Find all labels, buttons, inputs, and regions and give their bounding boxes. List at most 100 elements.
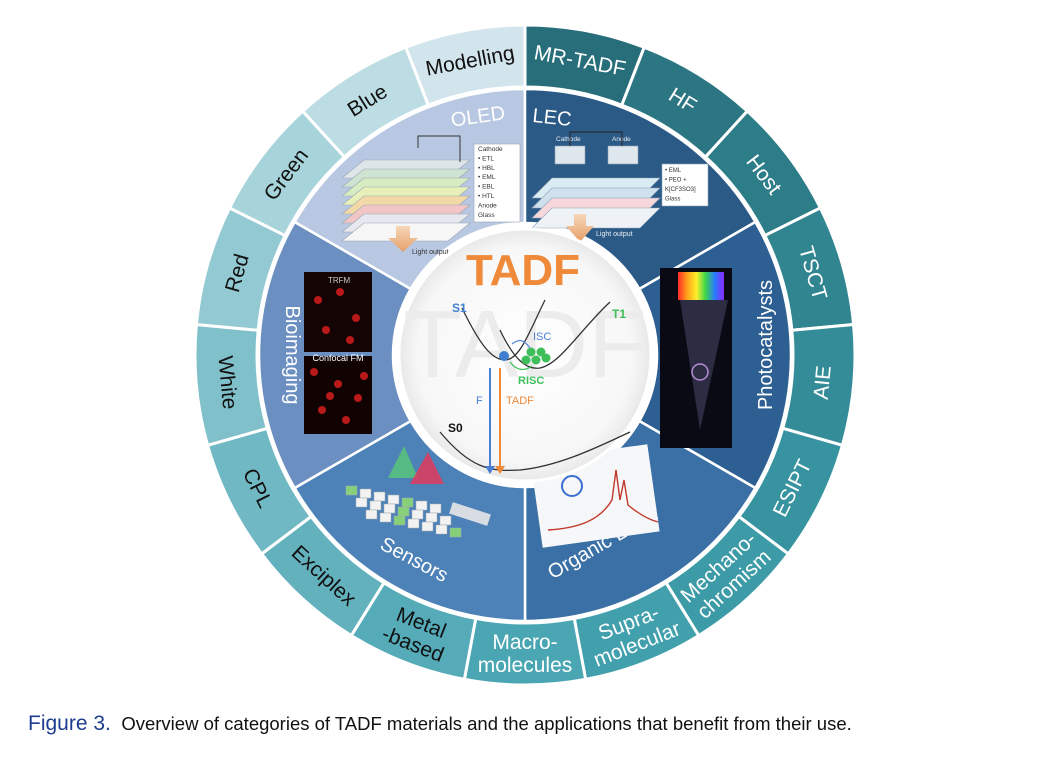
outer-segment-aie: AIE — [780, 322, 857, 448]
sensor-array-cell — [397, 506, 410, 517]
sensor-array-cell — [425, 512, 438, 523]
application-sector-shape — [257, 220, 413, 490]
tadf-emission-label: TADF — [506, 395, 534, 407]
laser-emission-curve — [547, 469, 659, 531]
sensor-array-cell — [379, 512, 392, 523]
cell-spot — [360, 372, 368, 380]
cell-spot — [342, 416, 350, 424]
oled-layer-label: • HTL — [478, 193, 495, 200]
lec-output-label: Light output — [596, 231, 633, 238]
oled-layer-label: • HBL — [478, 165, 495, 172]
sensor-array-cell — [407, 518, 420, 529]
t1-curve — [499, 301, 611, 369]
sensor-vial — [449, 502, 491, 526]
sensor-array-cell — [393, 515, 406, 526]
sensor-array-cell — [449, 527, 462, 538]
lec-circuit-wire — [569, 131, 623, 146]
photocatalysts-label: Photocatalysts — [755, 280, 777, 410]
sensor-peak-red — [410, 452, 444, 484]
sensor-array-cell — [365, 509, 378, 520]
outer-segment-white: White — [193, 322, 270, 448]
confocal-label: Confocal FM — [312, 353, 363, 363]
center-disc — [397, 227, 653, 483]
sensor-array-cell — [411, 509, 424, 520]
cell-spot — [326, 392, 334, 400]
outer-segment-macro-molecules: Macro-molecules — [462, 616, 588, 687]
oled-output-label: Light output — [412, 249, 449, 256]
cell-spot — [354, 394, 362, 402]
sensor-array-cell — [383, 503, 396, 514]
trfm-image — [304, 272, 372, 352]
lec-legend-box — [661, 163, 709, 207]
photocatalyst-image — [660, 268, 732, 448]
oled-output-arrow — [388, 226, 418, 252]
oled-device-stack: Cathode• ETL• HBL• EML• EBL• HTLAnodeGla… — [341, 135, 521, 256]
sensor-array-cell — [429, 503, 442, 514]
outer-segment-host: Host — [703, 109, 823, 238]
outer-segment-green: Green — [227, 109, 347, 238]
lec-label: LEC — [532, 105, 573, 131]
outer-segment-shape — [300, 45, 431, 160]
figure-caption: Figure 3. Overview of categories of TADF… — [28, 712, 1028, 736]
application-sector-bioimaging — [257, 220, 413, 490]
bioimaging-micrographs: TRFM Confocal FM — [304, 272, 372, 434]
tadf-emission-arrowhead — [495, 466, 505, 474]
cell-spot — [318, 406, 326, 414]
oled-layer-label: Glass — [478, 212, 495, 219]
risc-arrow — [509, 361, 533, 371]
lec-cathode-label: Cathode — [556, 136, 581, 143]
outer-segment-label: molecules — [478, 654, 573, 677]
cell-spot — [314, 296, 322, 304]
oled-legend-box — [473, 143, 521, 223]
outer-segment-mr-tadf: MR-TADF — [523, 23, 647, 108]
catalyst-molecule — [691, 363, 709, 381]
sensor-array-cell — [415, 500, 428, 511]
oled-layer-label: Cathode — [478, 146, 503, 153]
outer-segment-esipt: ESIPT — [736, 426, 845, 556]
lec-layer-label: Glass — [665, 197, 680, 203]
oled-layer-label: • ETL — [478, 155, 494, 162]
s1-label: S1 — [452, 301, 467, 315]
risc-label: RISC — [518, 375, 544, 387]
outer-segment-metal-based: Metal-based — [349, 580, 478, 682]
fluorescence-arrowhead — [485, 466, 495, 474]
sensor-array-cell — [373, 491, 386, 502]
tadf-title: TADF — [466, 246, 580, 295]
s0-label: S0 — [448, 421, 463, 435]
lec-layer-label: • EML — [665, 168, 682, 174]
oled-layer-label: • EBL — [478, 184, 495, 191]
tadf-watermark: TADF — [403, 291, 647, 398]
trfm-label: TRFM — [328, 276, 351, 285]
caption-label: Figure 3. — [28, 712, 111, 735]
s0-curve — [439, 431, 631, 472]
sensor-array-cell — [355, 497, 368, 508]
confocal-image — [304, 356, 372, 434]
sensor-array-cell — [439, 515, 452, 526]
sensor-peak-green — [388, 446, 418, 478]
outer-segment-cpl: CPL — [205, 426, 314, 556]
cell-spot — [322, 326, 330, 334]
oled-layer-label: Anode — [478, 202, 497, 209]
t1-population — [531, 355, 541, 365]
outer-segment-label: Macro- — [492, 631, 557, 654]
lec-cathode-block — [554, 145, 586, 165]
t1-label: T1 — [612, 307, 626, 321]
lec-layer-label: • PEO + — [665, 178, 687, 184]
t1-population — [521, 355, 531, 365]
t1-population — [526, 347, 536, 357]
sensor-array-cell — [421, 521, 434, 532]
laser-cavity-icon — [561, 475, 583, 497]
outer-segment-blue: Blue — [300, 45, 431, 160]
outer-segment-supra-molecular: Supra-molecular — [572, 580, 701, 682]
t1-population — [536, 347, 546, 357]
sensor-illustration — [345, 446, 491, 538]
cell-spot — [336, 288, 344, 296]
sensor-array-cell — [435, 524, 448, 535]
t1-population — [541, 353, 551, 363]
sensor-array-cell — [387, 494, 400, 505]
isc-label: ISC — [533, 331, 551, 343]
sensor-array-cell — [345, 485, 358, 496]
